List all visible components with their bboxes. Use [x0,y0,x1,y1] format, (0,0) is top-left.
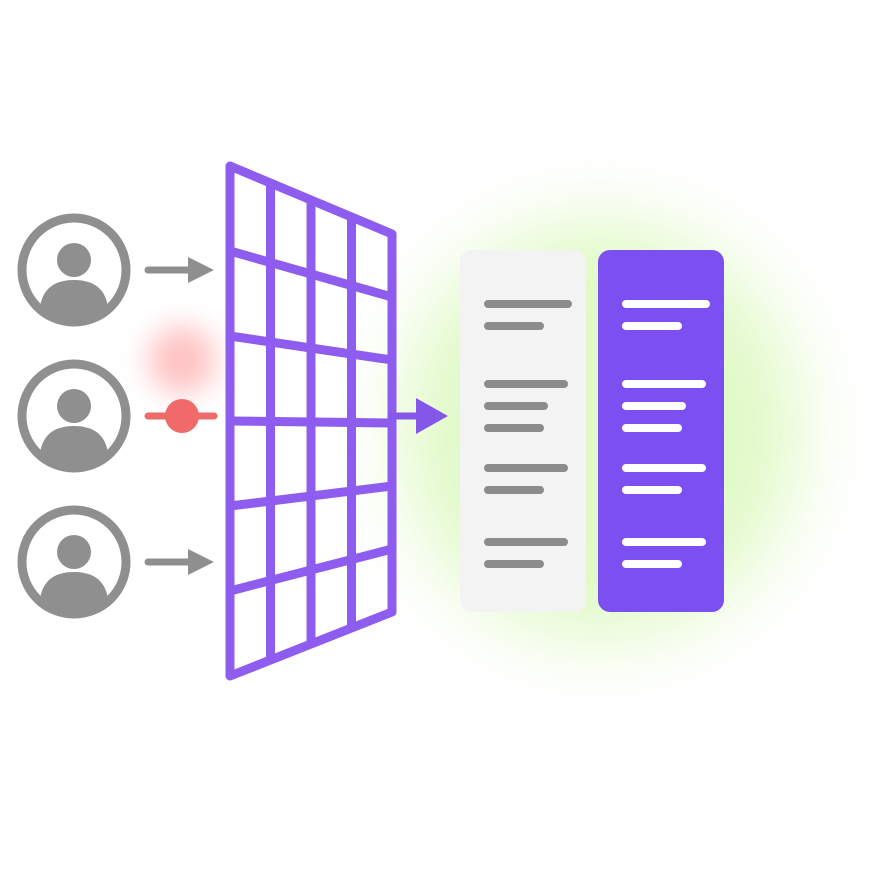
document-lines-icon [598,250,724,612]
arrow-right-icon [144,549,214,575]
blocked-signal-icon [144,399,218,433]
arrow-right-icon [144,257,214,283]
filter-row-line [229,416,393,428]
filter-grid-icon [225,161,397,681]
document-lines-icon [460,250,586,612]
filter-row-line [229,481,393,511]
filter-row-line [229,331,393,365]
user-list [17,213,131,619]
user-avatar-icon [17,505,131,619]
output-arrow-icon [388,398,448,434]
blocked-glow [148,326,216,394]
filter-row-line [228,544,394,596]
user-avatar-icon [17,359,131,473]
input-arrows [144,257,218,575]
filter-row-line [228,246,394,302]
user-avatar-icon [17,213,131,327]
